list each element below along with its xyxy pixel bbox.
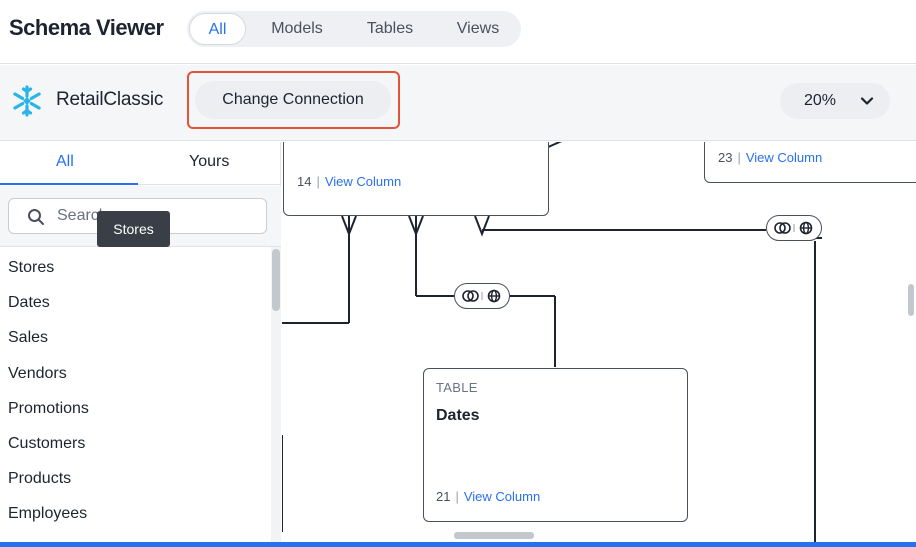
connection-name: RetailClassic [56, 89, 164, 110]
active-tab-indicator [0, 183, 138, 185]
join-badge[interactable] [766, 215, 822, 241]
list-item-vendors[interactable]: Vendors [8, 364, 67, 382]
canvas-horizontal-scroll-thumb[interactable] [454, 532, 534, 539]
view-column-link[interactable]: View Column [324, 174, 402, 189]
change-connection-button[interactable]: Change Connection [195, 81, 391, 119]
node-type-label: TABLE [436, 380, 478, 395]
zoom-value: 20% [804, 92, 837, 109]
list-item-employees[interactable]: Employees [8, 505, 88, 523]
bottom-accent-bar [0, 542, 916, 547]
sidebar-tab-all[interactable]: All [56, 153, 74, 170]
relationship-lines [282, 142, 822, 542]
join-type-icon [461, 289, 500, 302]
column-count: 21 [436, 489, 451, 504]
list-item-customers[interactable]: Customers [8, 434, 86, 452]
search-icon [28, 209, 44, 225]
sidebar-tab-yours[interactable]: Yours [189, 153, 230, 170]
view-column-link[interactable]: View Column [463, 489, 541, 504]
view-filter-tabs: All Models Tables Views [187, 11, 521, 47]
tooltip: Stores [97, 211, 170, 247]
column-count: 14 [297, 174, 312, 189]
tab-models[interactable]: Models [271, 20, 323, 37]
top-header: Schema Viewer All Models Tables Views [0, 0, 916, 64]
node-footer: 23 | View Column [718, 150, 822, 165]
sidebar-scroll-thumb[interactable] [272, 249, 280, 311]
separator: | [455, 489, 459, 504]
join-type-icon [773, 221, 812, 234]
node-footer: 14 | View Column [297, 174, 401, 189]
separator: | [737, 150, 741, 165]
table-node-dates[interactable]: TABLE Dates 21 | View Column [423, 368, 688, 522]
join-badge[interactable] [454, 283, 510, 309]
snowflake-icon [13, 85, 41, 117]
separator: | [316, 174, 320, 189]
node-name: Dates [436, 407, 480, 424]
chevron-down-icon [860, 97, 874, 105]
column-count: 23 [718, 150, 733, 165]
list-item-stores[interactable]: Stores [8, 259, 55, 276]
table-list: Stores Dates Sales Vendors Promotions Cu… [0, 250, 270, 532]
list-item-promotions[interactable]: Promotions [8, 399, 89, 417]
zoom-select[interactable]: 20% [780, 83, 890, 119]
sidebar-scrollbar[interactable] [271, 247, 281, 542]
table-node[interactable]: 14 | View Column [283, 142, 549, 216]
list-item-dates[interactable]: Dates [8, 294, 50, 312]
view-column-link[interactable]: View Column [745, 150, 823, 165]
canvas-vertical-scroll-thumb[interactable] [908, 284, 914, 316]
app-title: Schema Viewer [9, 15, 164, 40]
node-footer: 21 | View Column [436, 489, 540, 504]
canvas-vertical-scrollbar[interactable] [906, 142, 916, 532]
schema-canvas[interactable]: 14 | View Column 23 | View Column TABLE Date… [282, 142, 916, 542]
connection-bar: RetailClassic Change Connection 20% [0, 65, 916, 141]
tab-tables[interactable]: Tables [366, 20, 414, 37]
tab-all[interactable]: All [189, 13, 246, 45]
table-node[interactable]: 23 | View Column [704, 142, 916, 183]
list-item-products[interactable]: Products [8, 470, 72, 488]
sidebar-tabs: All Yours [0, 142, 281, 185]
tab-views[interactable]: Views [456, 20, 500, 37]
sidebar: All Yours Stores Stores Dates Sales Vend… [0, 142, 281, 542]
list-item-sales[interactable]: Sales [8, 329, 49, 347]
